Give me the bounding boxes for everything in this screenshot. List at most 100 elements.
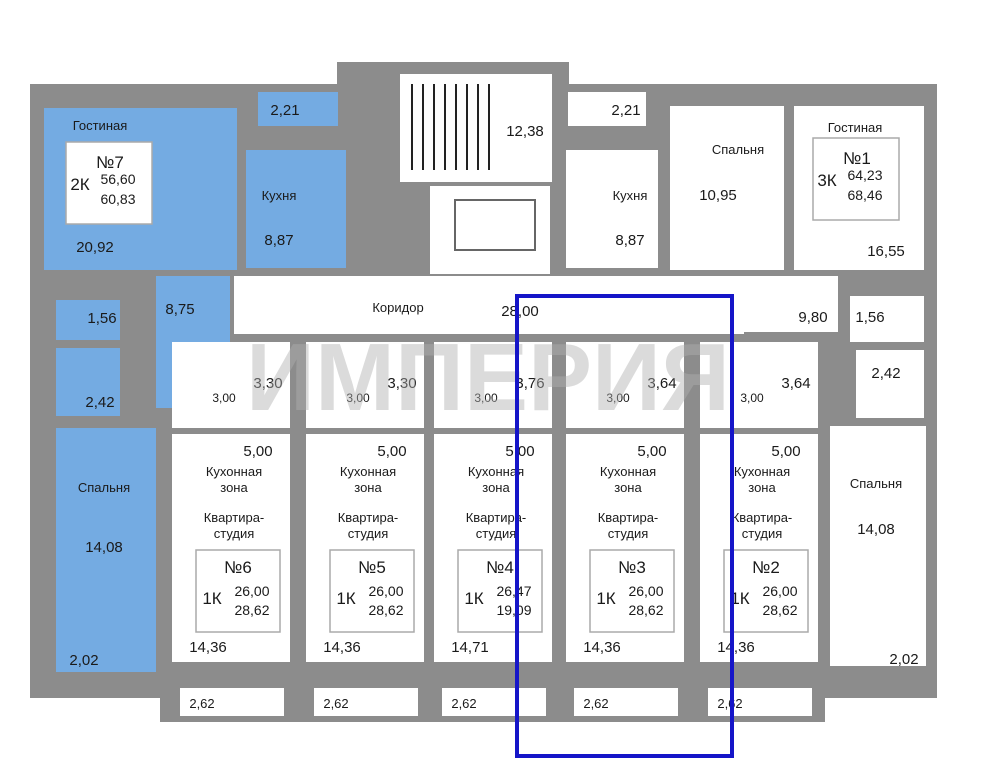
studio-kitchen-area: 5,00 xyxy=(637,443,666,460)
room-bath-1b[interactable] xyxy=(856,350,924,418)
studio-type-label: студия xyxy=(476,526,517,541)
room-name-bedroom-1b: Спальня xyxy=(850,476,902,491)
selection-frame[interactable] xyxy=(515,294,734,758)
room-name-corridor: Коридор xyxy=(372,300,423,315)
room-area-corridor: 28,00 xyxy=(501,303,539,320)
studio-s6: 3,303,005,00КухоннаязонаКвартира-студия№… xyxy=(168,342,294,716)
studio-divider xyxy=(302,428,428,434)
room-area-bedroom-1b: 14,08 xyxy=(857,521,895,538)
room-wc-7[interactable] xyxy=(56,300,120,340)
room-bedroom-1b[interactable] xyxy=(830,426,926,666)
studio-s4: 3,763,005,00КухоннаязонаКвартира-студия№… xyxy=(430,342,556,716)
studio-room-area: 14,36 xyxy=(189,639,227,656)
apartment-living: 26,47 xyxy=(496,583,531,599)
room-bath-7b[interactable] xyxy=(56,348,120,416)
studio-room-area: 14,36 xyxy=(323,639,361,656)
studio-room-area: 14,36 xyxy=(717,639,755,656)
studio-type-label: Квартира- xyxy=(466,510,527,525)
room-kitchen-1[interactable] xyxy=(566,150,658,268)
studio-balcony[interactable] xyxy=(442,688,546,716)
room-bedroom-7[interactable] xyxy=(56,428,156,658)
studio-kitchen-label: зона xyxy=(748,480,776,495)
apartment-living: 26,00 xyxy=(628,583,663,599)
studio-type-label: студия xyxy=(348,526,389,541)
studio-type-label: Квартира- xyxy=(598,510,659,525)
studio-bath-area: 3,00 xyxy=(212,391,236,405)
studio-kitchen-label: зона xyxy=(220,480,248,495)
apartment-living-apt-1: 64,23 xyxy=(847,167,882,183)
apartment-type: 1К xyxy=(464,589,483,608)
studio-balcony[interactable] xyxy=(314,688,418,716)
room-area-bath-7b: 2,42 xyxy=(85,394,114,411)
room-bath-7a[interactable] xyxy=(258,92,338,126)
studio-type-label: студия xyxy=(742,526,783,541)
studio-bath-area: 3,00 xyxy=(474,391,498,405)
room-name-living-1: Гостиная xyxy=(828,120,883,135)
room-kitchen-7[interactable] xyxy=(246,150,346,268)
studio-kitchen-label: Кухонная xyxy=(206,464,262,479)
studio-kitchen-label: Кухонная xyxy=(468,464,524,479)
studio-balcony[interactable] xyxy=(180,688,284,716)
studio-balcony-area: 2,62 xyxy=(451,696,476,711)
room-bedroom-1a[interactable] xyxy=(670,106,784,270)
studio-divider xyxy=(562,428,688,434)
lift-cabin xyxy=(454,199,536,251)
room-area-balcony-7: 2,02 xyxy=(69,652,98,669)
apartment-type: 1К xyxy=(596,589,615,608)
room-stair[interactable] xyxy=(400,74,552,182)
studio-type-label: Квартира- xyxy=(204,510,265,525)
stair-treads xyxy=(411,84,490,170)
studio-s2: 3,643,005,00КухоннаязонаКвартира-студия№… xyxy=(696,342,822,716)
studio-kitchen-label: зона xyxy=(354,480,382,495)
room-bath-1a[interactable] xyxy=(568,92,646,126)
room-area-hall-1: 9,80 xyxy=(798,309,827,326)
apartment-box-apt-2[interactable] xyxy=(723,549,809,633)
apartment-box-apt-4[interactable] xyxy=(457,549,543,633)
studio-kitchen-area: 5,00 xyxy=(771,443,800,460)
room-area-bath-1a: 2,21 xyxy=(611,102,640,119)
room-hall-1[interactable] xyxy=(744,276,838,332)
apartment-box-apt-6[interactable] xyxy=(195,549,281,633)
studio-kitchen-area: 5,00 xyxy=(505,443,534,460)
apartment-box-apt-1[interactable] xyxy=(812,137,900,221)
apartment-living-apt-7: 56,60 xyxy=(100,171,135,187)
apartment-type: 1К xyxy=(202,589,221,608)
studio-s5: 3,303,005,00КухоннаязонаКвартира-студия№… xyxy=(302,342,428,716)
studio-kitchen-label: Кухонная xyxy=(734,464,790,479)
apartment-number: №4 xyxy=(486,558,514,577)
studio-balcony[interactable] xyxy=(708,688,812,716)
room-area-bath-1b: 2,42 xyxy=(871,365,900,382)
room-area-living-7: 20,92 xyxy=(76,239,114,256)
studio-kitchen-area: 5,00 xyxy=(377,443,406,460)
apartment-total: 28,62 xyxy=(234,602,269,618)
room-balcony-7[interactable] xyxy=(56,646,156,672)
studio-balcony-area: 2,62 xyxy=(189,696,214,711)
apartment-living: 26,00 xyxy=(234,583,269,599)
room-wc-1[interactable] xyxy=(850,296,924,342)
studio-type-label: Квартира- xyxy=(338,510,399,525)
room-area-hall-7: 8,75 xyxy=(165,301,194,318)
studio-kitchen-label: Кухонная xyxy=(340,464,396,479)
studio-kitchen-label: зона xyxy=(614,480,642,495)
studio-balcony-area: 2,62 xyxy=(323,696,348,711)
apartment-box-apt-3[interactable] xyxy=(589,549,675,633)
studio-kitchen-label: зона xyxy=(482,480,510,495)
room-corridor[interactable] xyxy=(234,276,744,334)
room-area-kitchen-7: 8,87 xyxy=(264,232,293,249)
studio-room-area: 14,71 xyxy=(451,639,489,656)
studio-bath-area: 3,00 xyxy=(740,391,764,405)
room-area-wc-7: 1,56 xyxy=(87,310,116,327)
room-name-bedroom-7: Спальня xyxy=(78,480,130,495)
studio-divider xyxy=(430,428,556,434)
room-name-kitchen-1: Кухня xyxy=(613,188,648,203)
studio-balcony[interactable] xyxy=(574,688,678,716)
studio-divider xyxy=(168,428,294,434)
studio-columns: 3,303,005,00КухоннаязонаКвартира-студия№… xyxy=(168,342,822,716)
apartment-box-apt-7[interactable] xyxy=(65,141,153,225)
apartment-box-apt-5[interactable] xyxy=(329,549,415,633)
studio-kitchen-area: 5,00 xyxy=(243,443,272,460)
apartment-number: №6 xyxy=(224,558,252,577)
apartment-total-apt-1: 68,46 xyxy=(847,187,882,203)
